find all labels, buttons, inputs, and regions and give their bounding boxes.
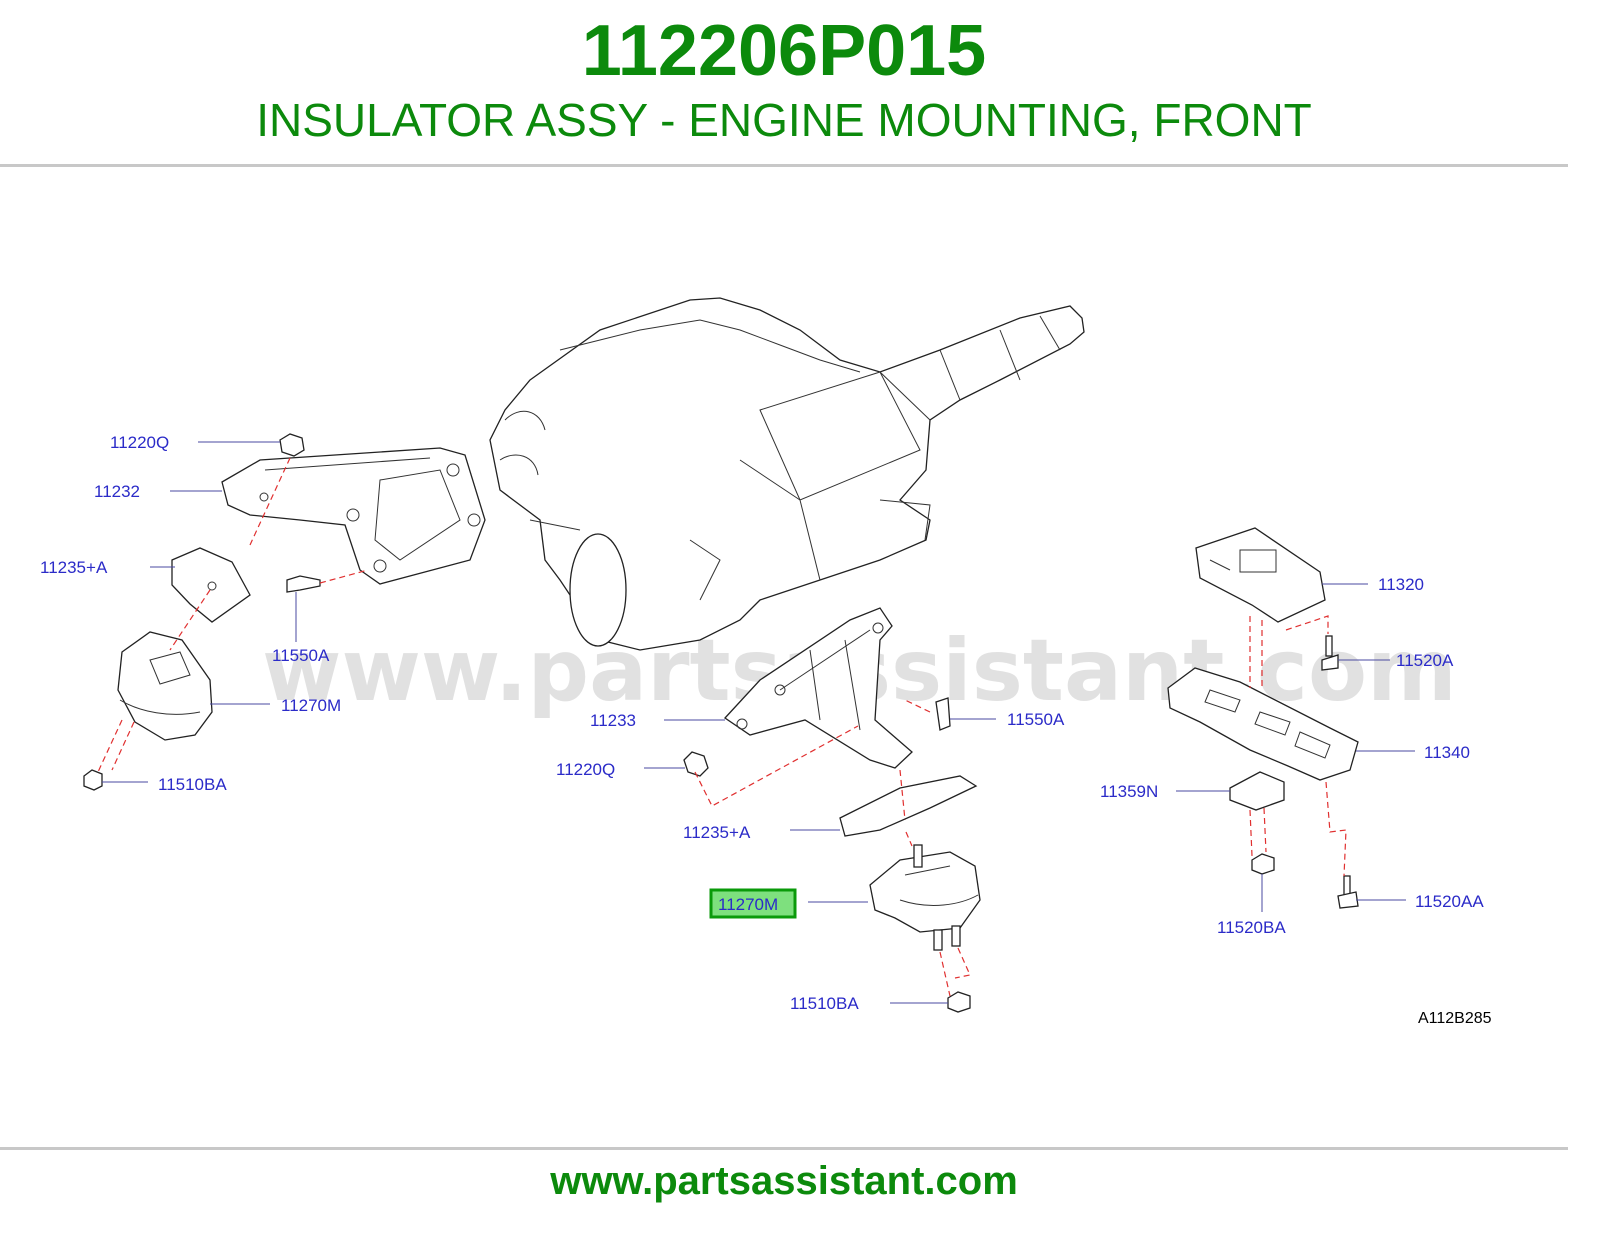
part-number-title: 112206P015 xyxy=(581,11,987,91)
callout-11270M-center[interactable]: 11270M xyxy=(718,895,778,914)
engine-transmission-drawing xyxy=(489,297,1085,651)
center-mount-group xyxy=(683,607,981,1013)
callout-11520AA[interactable]: 11520AA xyxy=(1415,892,1484,911)
callout-11340[interactable]: 11340 xyxy=(1424,743,1470,762)
callout-11359N[interactable]: 11359N xyxy=(1100,782,1158,801)
diagram-reference-code: A112B285 xyxy=(1418,1010,1492,1027)
callout-11510BA-center[interactable]: 11510BA xyxy=(790,994,859,1013)
header-divider xyxy=(0,164,1568,167)
callout-11232[interactable]: 11232 xyxy=(94,482,140,501)
right-crossmember-group xyxy=(1167,527,1359,909)
callout-11235A-left[interactable]: 11235+A xyxy=(40,558,108,577)
footer-divider xyxy=(0,1147,1568,1150)
part-description: INSULATOR ASSY - ENGINE MOUNTING, FRONT xyxy=(256,94,1312,146)
callout-11235A-center[interactable]: 11235+A xyxy=(683,823,751,842)
highlight-box xyxy=(709,888,797,919)
parts-diagram: www.partsassistant.com xyxy=(40,297,1492,1027)
leader-lines xyxy=(102,441,1415,1004)
callout-11233[interactable]: 11233 xyxy=(590,711,636,730)
callout-11220Q-center[interactable]: 11220Q xyxy=(556,760,615,779)
footer-website-link[interactable]: www.partsassistant.com xyxy=(550,1159,1018,1203)
callout-11550A-left[interactable]: 11550A xyxy=(272,646,330,665)
callout-11510BA-left[interactable]: 11510BA xyxy=(158,775,227,794)
callout-11520A[interactable]: 11520A xyxy=(1396,651,1454,670)
left-bracket-group xyxy=(83,433,486,791)
callout-11220Q-left[interactable]: 11220Q xyxy=(110,433,169,452)
callout-11550A-right[interactable]: 11550A xyxy=(1007,710,1065,729)
callout-11270M-left[interactable]: 11270M xyxy=(281,696,341,715)
callout-11520BA[interactable]: 11520BA xyxy=(1217,918,1286,937)
callout-11320[interactable]: 11320 xyxy=(1378,575,1424,594)
page-header: 112206P015 INSULATOR ASSY - ENGINE MOUNT… xyxy=(0,0,1568,166)
